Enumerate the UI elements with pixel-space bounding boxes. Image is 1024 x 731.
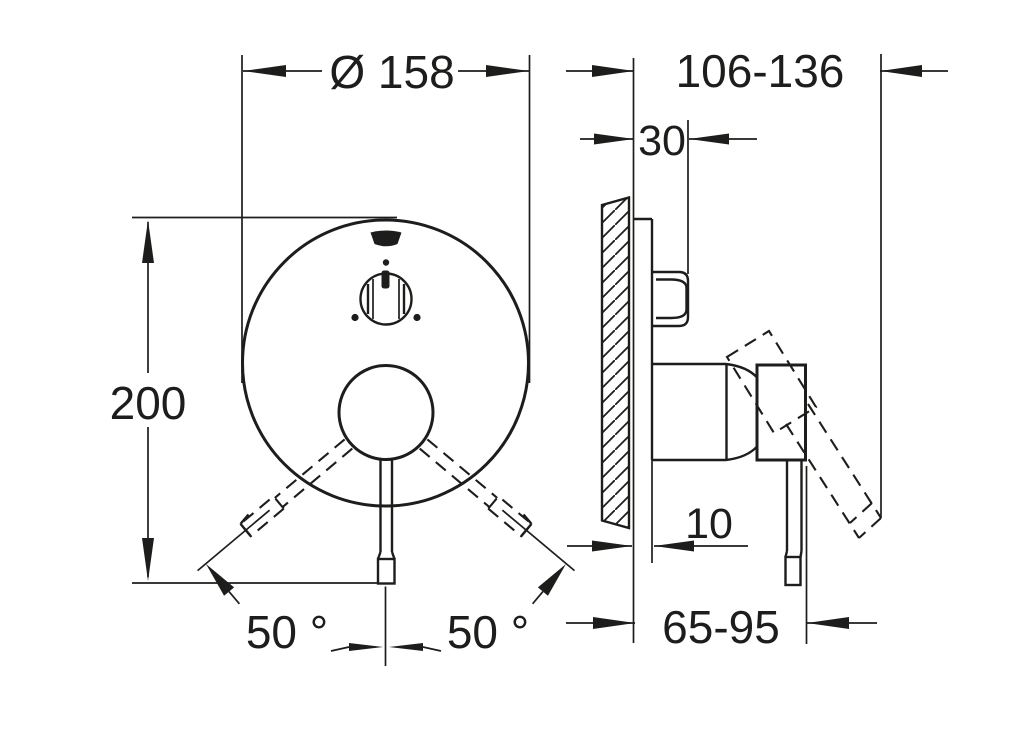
handle-lever-raised-dashed: [725, 329, 882, 539]
dim-lever-range-label: 65-95: [662, 601, 780, 653]
dim-wall-thickness: 30: [580, 117, 757, 274]
lever-stem: [376, 458, 396, 585]
dim-depth-range: 106-136: [566, 45, 948, 518]
dim-depth-range-label: 106-136: [676, 45, 845, 97]
dim-diameter: Ø 158: [241, 46, 531, 383]
diverter-knob: [359, 270, 413, 326]
lever-position-left-dashed: [239, 438, 353, 538]
knob-marker: [381, 270, 390, 289]
valve-body: [652, 362, 758, 462]
lever-hub: [337, 364, 435, 461]
wall-section: [600, 195, 631, 530]
shower-outlet-icon: [370, 230, 402, 247]
dim-lever-range: 65-95: [566, 466, 877, 653]
dim-angle-left: 50 °: [197, 509, 383, 658]
knob-dot-top: [382, 259, 390, 266]
handle-lever: [784, 460, 803, 587]
dim-angle-right: 50 °: [389, 509, 576, 658]
dim-angle-right-label: 50 °: [447, 606, 529, 658]
dim-min-cover: 10: [567, 500, 748, 552]
dim-height: 200: [110, 216, 397, 584]
dim-diameter-label: Ø 158: [329, 46, 454, 98]
shower-outlet-elbow: [652, 270, 690, 328]
knob-dot-right: [413, 313, 421, 322]
knob-dot-left: [351, 313, 359, 322]
dim-min-cover-label: 10: [685, 500, 733, 548]
rough-in-housing: [633, 217, 654, 563]
dim-wall-thickness-label: 30: [638, 117, 686, 165]
front-view: [239, 218, 533, 666]
dim-angle-left-label: 50 °: [246, 606, 328, 658]
dim-height-label: 200: [110, 377, 187, 429]
side-view: [600, 58, 882, 643]
lever-position-right-dashed: [419, 438, 533, 538]
